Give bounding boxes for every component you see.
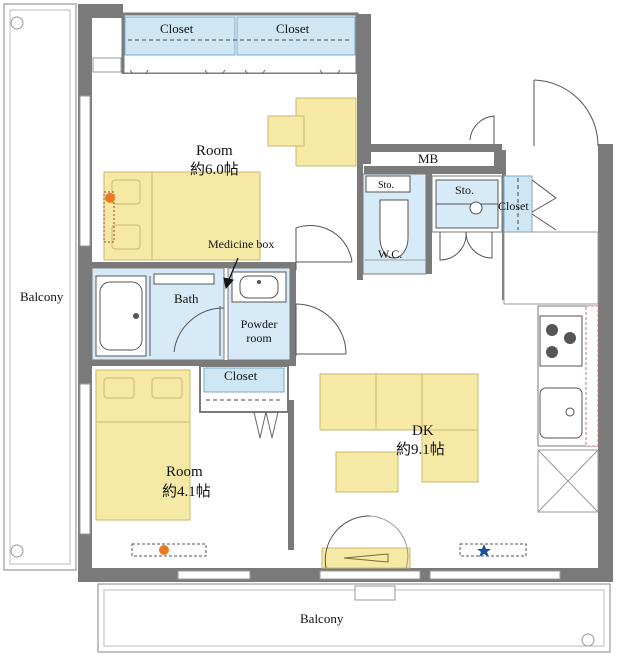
stove-burner-icon bbox=[546, 346, 558, 358]
powder-room bbox=[227, 267, 347, 361]
balcony-bottom-label: Balcony bbox=[300, 611, 344, 626]
storage-right bbox=[431, 175, 557, 261]
closet-top-left-label: Closet bbox=[160, 21, 194, 36]
wc bbox=[362, 173, 427, 275]
kitchen bbox=[537, 305, 599, 513]
room-upper-label: Room bbox=[196, 143, 233, 159]
stove-burner-icon bbox=[564, 332, 576, 344]
sto-wc-label: Sto. bbox=[378, 180, 394, 191]
room-lower bbox=[79, 369, 207, 557]
door-room-upper bbox=[295, 224, 353, 270]
medicine-box-arrow bbox=[223, 257, 239, 290]
room-lower-size: 約4.1帖 bbox=[162, 484, 211, 500]
stove-burner-icon bbox=[546, 324, 558, 336]
outlet-dot-icon bbox=[159, 545, 169, 555]
bath-label: Bath bbox=[174, 291, 199, 306]
mb-label: MB bbox=[418, 151, 439, 166]
powder-room-label: Powder room bbox=[240, 317, 278, 345]
closet-top-right-label: Closet bbox=[276, 21, 310, 36]
outlet-dot-icon bbox=[105, 193, 115, 203]
closet-top bbox=[92, 12, 359, 85]
medicine-box-label: Medicine box bbox=[208, 237, 275, 251]
dk-size: 約9.1帖 bbox=[396, 442, 445, 458]
closet-middle-label: Closet bbox=[224, 368, 258, 383]
room-upper-size: 約6.0帖 bbox=[190, 162, 239, 178]
dk-label: DK bbox=[412, 423, 434, 439]
balcony-left bbox=[3, 3, 77, 571]
bottom-windows bbox=[177, 570, 561, 580]
sto-right-label: Sto. bbox=[455, 183, 475, 197]
wc-label: W.C. bbox=[378, 247, 403, 261]
room-lower-label: Room bbox=[166, 464, 203, 480]
closet-middle bbox=[199, 365, 289, 439]
bath bbox=[91, 267, 225, 361]
room-upper bbox=[79, 74, 357, 264]
balcony-left-label: Balcony bbox=[20, 289, 64, 304]
entry-doors bbox=[469, 79, 599, 305]
star-icon bbox=[477, 544, 491, 557]
closet-right-label: Closet bbox=[498, 199, 529, 213]
dk bbox=[319, 373, 527, 569]
balcony-bottom bbox=[97, 583, 611, 653]
